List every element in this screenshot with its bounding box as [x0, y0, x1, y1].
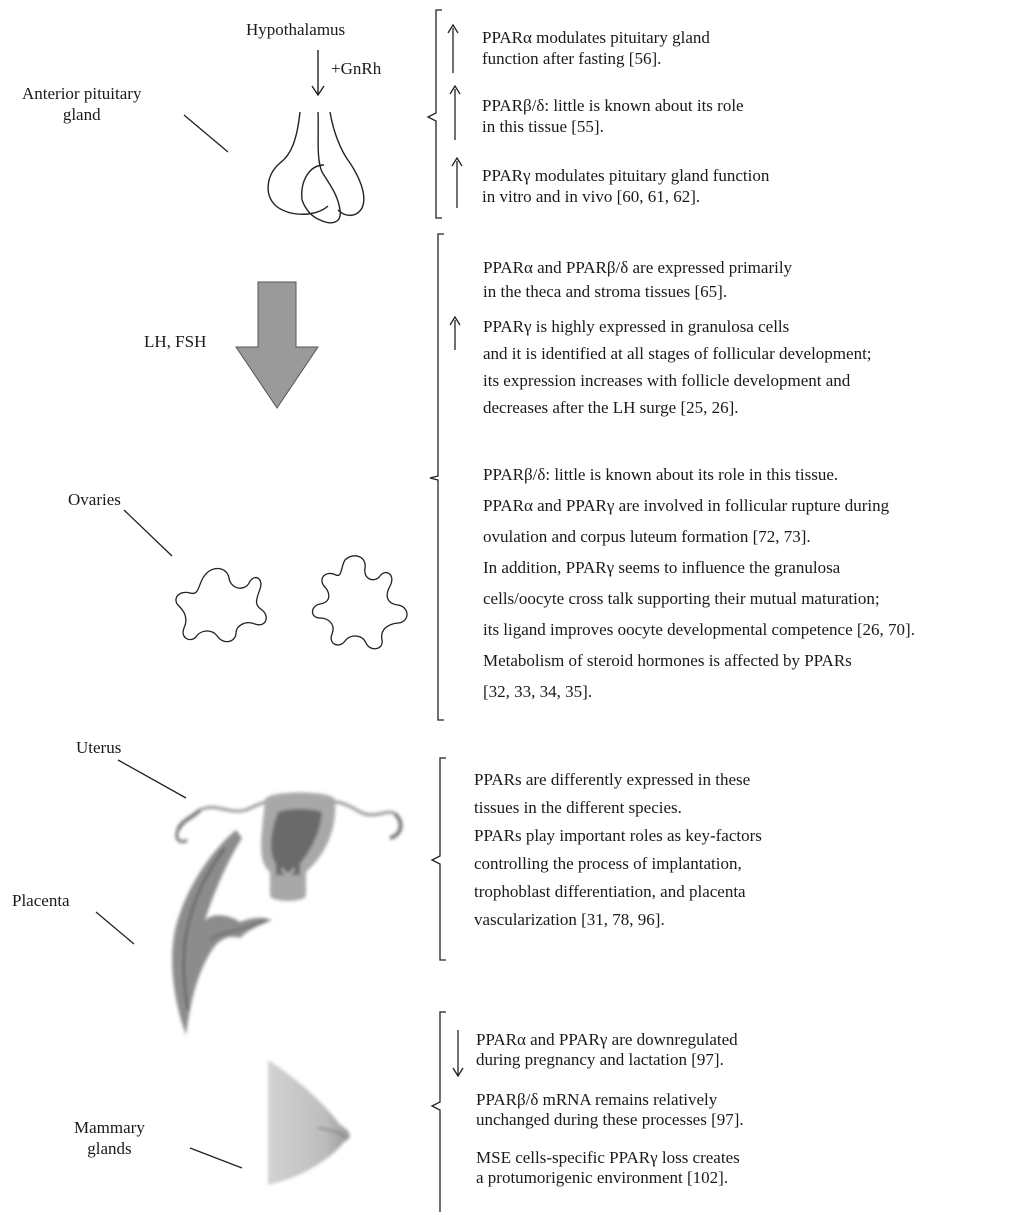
anterior-pituitary-line-2: gland — [62, 105, 101, 124]
ovary-lower-text: PPARβ/δ: little is known about its role … — [483, 459, 915, 707]
ovary-item-1-line-2: in the theca and stroma tissues [65]. — [483, 282, 728, 301]
ovary-lower-line-2: PPARα and PPARγ are involved in follicul… — [483, 496, 890, 515]
pituitary-item-2: PPARβ/δ: little is known about its role … — [482, 95, 744, 137]
mammary-label: Mammary glands — [74, 1117, 145, 1159]
uterus-placenta-line-2: tissues in the different species. — [474, 798, 682, 817]
mammary-item-1-line-2: during pregnancy and lactation [97]. — [476, 1050, 724, 1069]
gnrh-arrow — [311, 50, 325, 97]
mammary-item-3: MSE cells-specific PPARγ loss creates a … — [476, 1148, 740, 1188]
ovary-lower-line-7: Metabolism of steroid hormones is affect… — [483, 651, 852, 670]
mammary-item-3-line-2: a protumorigenic environment [102]. — [476, 1168, 729, 1187]
regulation-arrows — [447, 23, 464, 1078]
mammary-item-2-line-2: unchanged during these processes [97]. — [476, 1110, 744, 1129]
ovary-item-2-line-3: its expression increases with follicle d… — [483, 371, 851, 390]
mammary-item-2-line-1: PPARβ/δ mRNA remains relatively — [476, 1090, 718, 1109]
ovary-item-1-line-1: PPARα and PPARβ/δ are expressed primaril… — [483, 258, 793, 277]
mammary-item-3-line-1: MSE cells-specific PPARγ loss creates — [476, 1148, 740, 1167]
ovaries-label: Ovaries — [68, 490, 121, 509]
mammary-line-1: Mammary — [74, 1118, 145, 1137]
mammary-item-1: PPARα and PPARγ are downregulated during… — [476, 1030, 738, 1070]
uterus-placenta-line-1: PPARs are differently expressed in these — [474, 770, 751, 789]
ovary-lower-line-3: ovulation and corpus luteum formation [7… — [483, 527, 811, 546]
placenta-icon — [172, 830, 272, 1035]
bracket-ovaries — [429, 233, 444, 721]
ovary-lower-line-8: [32, 33, 34, 35]. — [483, 682, 593, 701]
ovary-item-2: PPARγ is highly expressed in granulosa c… — [473, 313, 872, 421]
uterus-placenta-line-3: PPARs play important roles as key-factor… — [474, 826, 762, 845]
ovaries-pointer-line — [123, 509, 173, 557]
ovary-lower-line-6: its ligand improves oocyte developmental… — [483, 620, 915, 639]
pituitary-item-3-line-2: in vitro and in vivo [60, 61, 62]. — [482, 187, 701, 206]
mammary-pointer-line — [189, 1147, 243, 1169]
pituitary-item-1-line-1: PPARα modulates pituitary gland — [482, 28, 710, 47]
ovary-left-icon — [175, 567, 267, 643]
lh-fsh-arrow-icon — [235, 281, 319, 409]
ovary-lower-line-5: cells/oocyte cross talk supporting their… — [483, 589, 880, 608]
ovary-item-1: PPARα and PPARβ/δ are expressed primaril… — [483, 256, 792, 304]
pituitary-item-2-line-2: in this tissue [55]. — [482, 117, 604, 136]
ovary-right-icon — [311, 555, 408, 650]
mammary-item-1-line-1: PPARα and PPARγ are downregulated — [476, 1030, 738, 1049]
pituitary-gland-icon — [267, 111, 365, 224]
mammary-gland-icon — [268, 1060, 350, 1185]
uterus-placenta-line-6: vascularization [31, 78, 96]. — [474, 910, 665, 929]
mammary-line-2: glands — [87, 1139, 132, 1158]
ovary-item-2-line-4: decreases after the LH surge [25, 26]. — [483, 398, 739, 417]
bracket-mammary — [430, 1011, 446, 1212]
pituitary-item-3-line-1: PPARγ modulates pituitary gland function — [482, 166, 770, 185]
pituitary-item-1: PPARα modulates pituitary gland function… — [482, 27, 710, 69]
uterus-placenta-text: PPARs are differently expressed in these… — [474, 766, 762, 934]
bracket-uterus-placenta — [430, 757, 446, 961]
placenta-pointer-line — [95, 911, 135, 945]
ovary-item-2-line-2: and it is identified at all stages of fo… — [483, 344, 872, 363]
gnrh-label: +GnRh — [331, 59, 382, 78]
pituitary-item-3: PPARγ modulates pituitary gland function… — [482, 165, 769, 207]
lh-fsh-label: LH, FSH — [144, 332, 207, 351]
uterus-icon — [175, 792, 403, 901]
pituitary-item-1-line-2: function after fasting [56]. — [482, 49, 662, 68]
anterior-pituitary-line-1: Anterior pituitary — [22, 84, 142, 103]
uterus-placenta-line-4: controlling the process of implantation, — [474, 854, 742, 873]
hypothalamus-label: Hypothalamus — [246, 20, 346, 39]
uterus-pointer-line — [117, 759, 187, 799]
anterior-pituitary-label: Anterior pituitary gland — [22, 83, 141, 125]
mammary-item-2: PPARβ/δ mRNA remains relatively unchange… — [476, 1090, 744, 1130]
uterus-label: Uterus — [76, 738, 122, 757]
bracket-pituitary — [426, 9, 442, 219]
pituitary-pointer-line — [183, 114, 229, 153]
uterus-placenta-line-5: trophoblast differentiation, and placent… — [474, 882, 746, 901]
ovary-item-2-line-1: PPARγ is highly expressed in granulosa c… — [483, 317, 790, 336]
pituitary-item-2-line-1: PPARβ/δ: little is known about its role — [482, 96, 744, 115]
ovary-lower-line-4: In addition, PPARγ seems to influence th… — [483, 558, 841, 577]
ovary-lower-line-1: PPARβ/δ: little is known about its role … — [483, 465, 839, 484]
placenta-label: Placenta — [12, 891, 70, 910]
